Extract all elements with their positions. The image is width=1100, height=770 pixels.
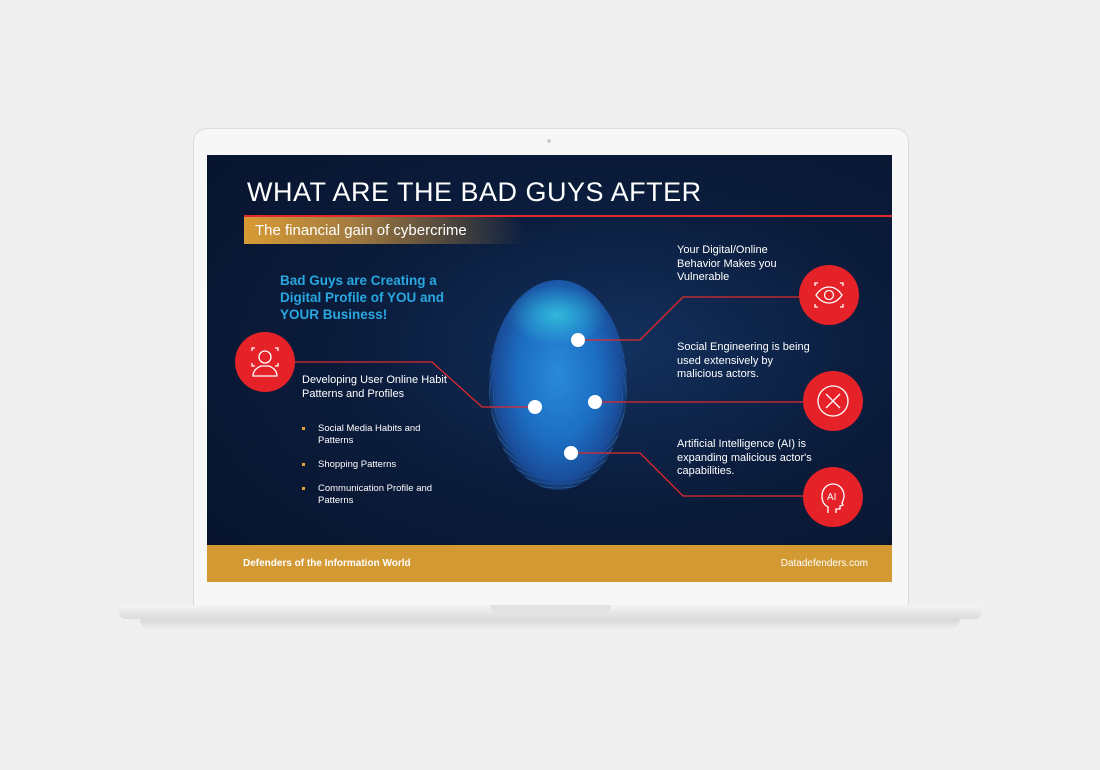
right-item-label-1: Your Digital/Online Behavior Makes you V… bbox=[677, 244, 777, 283]
ai-head-icon: AI bbox=[803, 467, 863, 527]
slide: WHAT ARE THE BAD GUYS AFTER The financia… bbox=[207, 155, 892, 582]
svg-text:AI: AI bbox=[827, 492, 836, 503]
slide-title: WHAT ARE THE BAD GUYS AFTER bbox=[247, 177, 702, 207]
laptop-notch bbox=[490, 605, 611, 613]
bullet-item: Social Media Habits and Patterns bbox=[302, 423, 452, 447]
headline: Bad Guys are Creating a Digital Profile … bbox=[280, 273, 445, 322]
point-dot bbox=[571, 333, 585, 347]
slide-subtitle: The financial gain of cybercrime bbox=[255, 222, 467, 239]
bullet-item: Communication Profile and Patterns bbox=[302, 483, 452, 507]
connector-right-3 bbox=[571, 452, 805, 497]
slide-footer: Defenders of the Information World Datad… bbox=[207, 545, 892, 582]
connector-left bbox=[295, 361, 535, 408]
point-dot bbox=[528, 400, 542, 414]
laptop-base-bottom bbox=[140, 619, 960, 629]
subtitle-bar bbox=[244, 217, 524, 244]
footer-tagline: Defenders of the Information World bbox=[243, 558, 411, 569]
eye-scan-icon bbox=[799, 265, 859, 325]
connector-lines bbox=[295, 296, 805, 497]
camera bbox=[547, 139, 551, 143]
right-item-label-3: Artificial Intelligence (AI) is expandin… bbox=[677, 438, 812, 477]
title-divider bbox=[244, 215, 892, 217]
left-item-label: Developing User Online Habit Patterns an… bbox=[302, 374, 447, 400]
point-dot bbox=[588, 395, 602, 409]
right-item-label-2: Social Engineering is being used extensi… bbox=[677, 341, 810, 380]
x-circle-icon bbox=[803, 371, 863, 431]
point-dot bbox=[564, 446, 578, 460]
connector-right-1 bbox=[578, 296, 802, 341]
footer-website-link[interactable]: Datadefenders.com bbox=[780, 558, 868, 569]
fingerprint-glow bbox=[507, 285, 607, 345]
bullet-item: Shopping Patterns bbox=[302, 459, 452, 471]
user-scan-icon bbox=[235, 332, 295, 392]
